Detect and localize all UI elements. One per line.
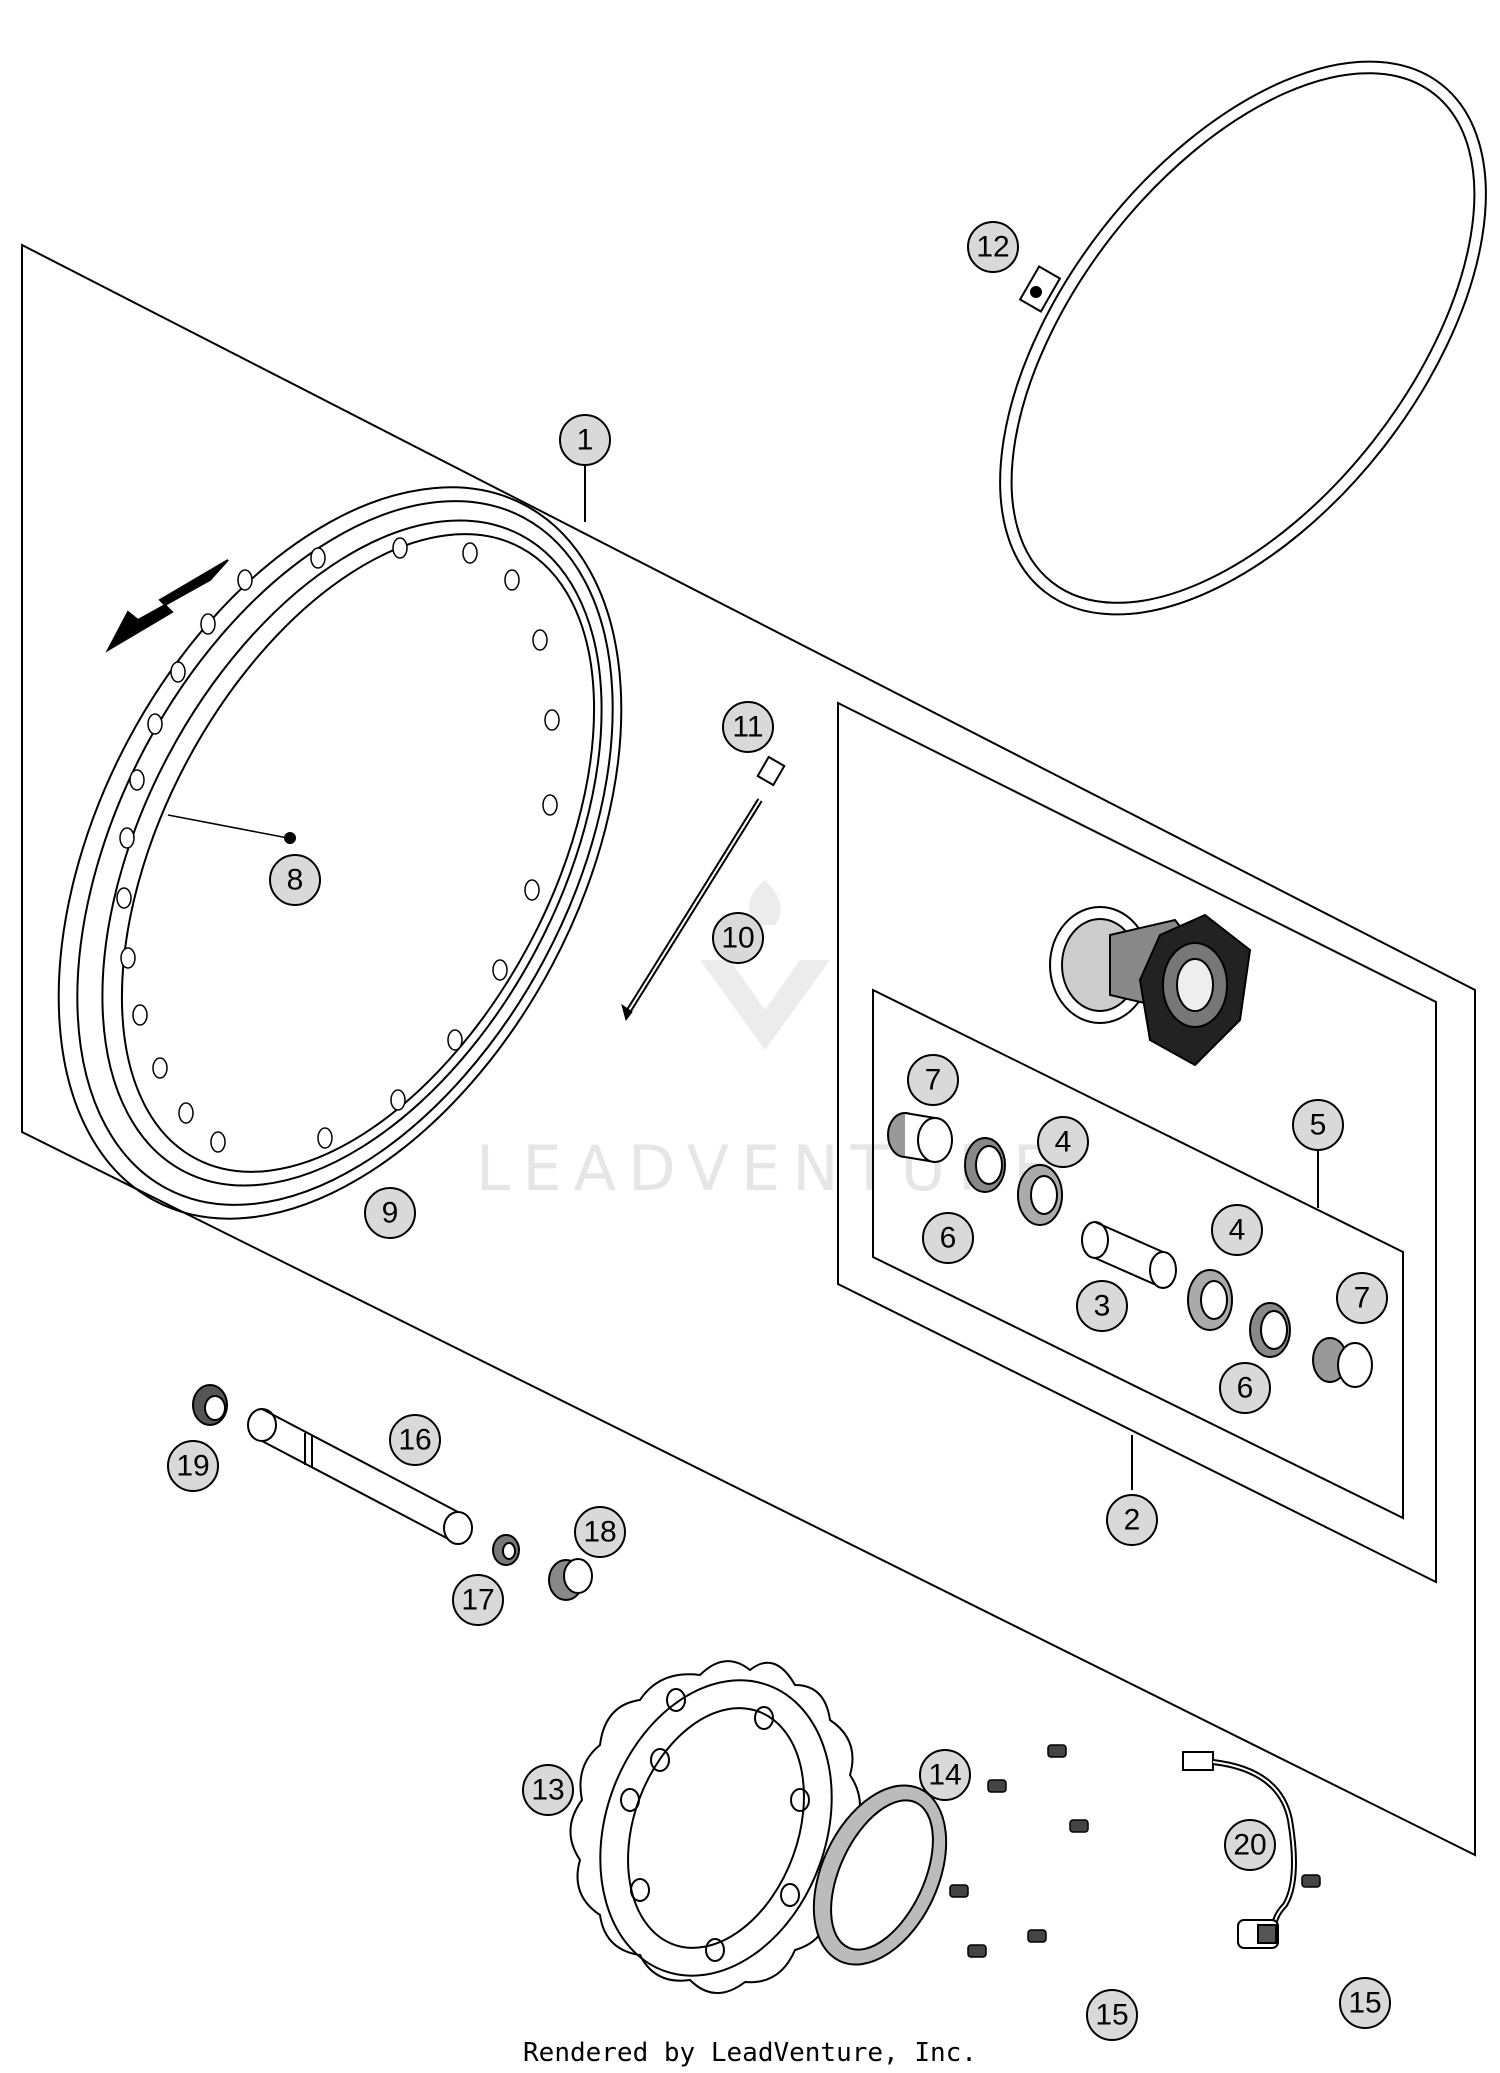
callout-11[interactable]: 11 xyxy=(722,701,774,753)
bearing-left xyxy=(1017,1164,1063,1226)
callout-6-right[interactable]: 6 xyxy=(1219,1362,1271,1414)
callout-7-right[interactable]: 7 xyxy=(1336,1272,1388,1324)
callout-1[interactable]: 1 xyxy=(559,414,611,466)
svg-text:4: 4 xyxy=(1229,1214,1246,1247)
svg-text:2: 2 xyxy=(1124,1504,1141,1537)
screw xyxy=(1027,1929,1047,1943)
bearing-panel xyxy=(872,988,1404,1520)
seal-sleeve-right xyxy=(1312,1337,1373,1388)
callout-9[interactable]: 9 xyxy=(364,1187,416,1239)
callout-14[interactable]: 14 xyxy=(919,1749,971,1801)
callout-6-left[interactable]: 6 xyxy=(922,1212,974,1264)
seal-sleeve-left xyxy=(887,1112,953,1163)
screw xyxy=(1069,1819,1089,1833)
screw xyxy=(1047,1744,1067,1758)
spacer-sleeve xyxy=(1081,1221,1177,1289)
screw xyxy=(949,1884,969,1898)
svg-text:16: 16 xyxy=(398,1424,431,1457)
svg-text:10: 10 xyxy=(721,922,754,955)
callout-4-left[interactable]: 4 xyxy=(1037,1116,1089,1168)
callout-13[interactable]: 13 xyxy=(522,1764,574,1816)
wheel-hub xyxy=(1049,906,1252,1067)
rim xyxy=(57,486,623,1220)
axle-washer xyxy=(492,1534,520,1566)
disc-bolt-holes xyxy=(620,1688,810,1962)
bearing-right xyxy=(1187,1269,1233,1331)
spoke-nipple xyxy=(756,755,786,787)
valve-nut xyxy=(284,832,296,844)
watermark: LEADVENTURE xyxy=(476,880,1064,1205)
screw xyxy=(987,1779,1007,1793)
svg-text:1: 1 xyxy=(577,424,594,457)
seal-ring-right xyxy=(1249,1302,1291,1358)
hub-internals xyxy=(887,1112,1373,1388)
svg-text:15: 15 xyxy=(1095,1999,1128,2032)
rim-tape xyxy=(999,60,1487,616)
callout-7-left[interactable]: 7 xyxy=(907,1054,959,1106)
callout-19[interactable]: 19 xyxy=(167,1440,219,1492)
screw xyxy=(967,1944,987,1958)
svg-text:12: 12 xyxy=(976,231,1009,264)
svg-text:18: 18 xyxy=(583,1516,616,1549)
seal-ring-left xyxy=(964,1137,1006,1193)
watermark-flame xyxy=(749,880,781,925)
callout-5[interactable]: 5 xyxy=(1292,1099,1344,1151)
callout-10[interactable]: 10 xyxy=(712,912,764,964)
callout-20[interactable]: 20 xyxy=(1224,1819,1276,1871)
svg-text:15: 15 xyxy=(1348,1987,1381,2020)
svg-text:19: 19 xyxy=(176,1450,209,1483)
svg-text:4: 4 xyxy=(1055,1126,1072,1159)
leader-8 xyxy=(167,814,289,839)
rotation-arrow-icon xyxy=(105,559,229,653)
callout-15-right[interactable]: 15 xyxy=(1339,1977,1391,2029)
assembly-panel xyxy=(21,243,1476,1857)
screw xyxy=(1301,1874,1321,1888)
callout-4-right[interactable]: 4 xyxy=(1211,1204,1263,1256)
callout-15-left[interactable]: 15 xyxy=(1086,1989,1138,2041)
axle-group xyxy=(192,1384,593,1601)
svg-text:11: 11 xyxy=(732,711,763,744)
brake-disc xyxy=(569,1660,861,1994)
axle-bolt xyxy=(548,1558,593,1601)
render-credit: Rendered by LeadVenture, Inc. xyxy=(523,2038,977,2068)
callout-8[interactable]: 8 xyxy=(269,854,321,906)
callout-3[interactable]: 3 xyxy=(1076,1280,1128,1332)
svg-text:3: 3 xyxy=(1094,1290,1111,1323)
axle-nut xyxy=(192,1384,228,1426)
watermark-logo xyxy=(700,960,830,1050)
svg-text:6: 6 xyxy=(940,1222,957,1255)
watermark-text: LEADVENTURE xyxy=(476,1132,1064,1205)
svg-text:7: 7 xyxy=(1354,1282,1371,1315)
axle xyxy=(247,1408,473,1545)
svg-text:14: 14 xyxy=(928,1759,961,1792)
speed-sensor xyxy=(1182,1751,1297,1949)
svg-text:8: 8 xyxy=(287,864,304,897)
callout-12[interactable]: 12 xyxy=(967,221,1019,273)
svg-text:17: 17 xyxy=(461,1584,494,1617)
callout-17[interactable]: 17 xyxy=(452,1574,504,1626)
svg-text:13: 13 xyxy=(531,1774,564,1807)
callout-18[interactable]: 18 xyxy=(574,1506,626,1558)
svg-text:20: 20 xyxy=(1233,1829,1266,1862)
svg-text:6: 6 xyxy=(1237,1372,1254,1405)
rim-spoke-holes xyxy=(116,537,560,1153)
svg-text:9: 9 xyxy=(382,1197,399,1230)
sensor-ring xyxy=(812,1784,948,1966)
svg-text:5: 5 xyxy=(1310,1109,1327,1142)
svg-text:7: 7 xyxy=(925,1064,942,1097)
callout-2[interactable]: 2 xyxy=(1106,1494,1158,1546)
hub-panel xyxy=(837,701,1437,1584)
screws xyxy=(949,1744,1321,1958)
spoke xyxy=(621,798,763,1022)
callout-16[interactable]: 16 xyxy=(389,1414,441,1466)
